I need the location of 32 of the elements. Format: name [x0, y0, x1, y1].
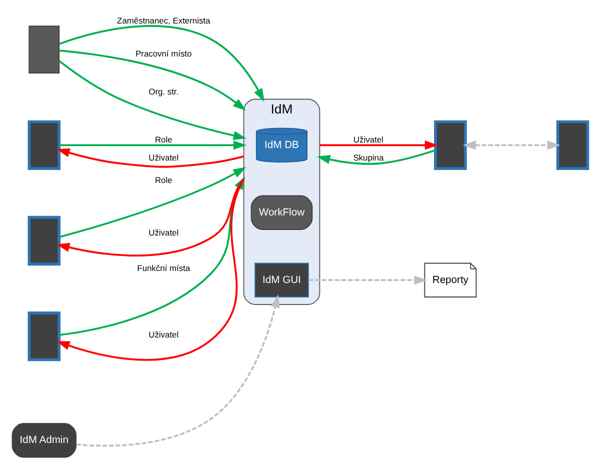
node-box: [28, 25, 60, 73]
arrow: [462, 140, 560, 150]
arrow: [59, 140, 247, 150]
edge-label: Uživatel: [148, 226, 179, 237]
arrow: [56, 178, 245, 256]
arrow: [59, 49, 246, 110]
node-box: [28, 311, 61, 361]
arrow: [308, 275, 428, 284]
arrow: [59, 24, 264, 102]
node-box: [434, 120, 467, 170]
node-box: [556, 120, 590, 170]
edge-label: Uživatel: [148, 152, 179, 162]
arrow: [320, 140, 438, 150]
edge-label: Uživatel: [148, 328, 179, 339]
edge-label: Role: [154, 174, 172, 184]
node-box: [28, 120, 61, 170]
edge-label: Uživatel: [353, 134, 384, 144]
node-box: IdM GUI: [254, 262, 309, 297]
edge-label: Zaměstnanec, Externista: [117, 14, 210, 25]
node-box: [28, 215, 61, 266]
arrow: [76, 294, 280, 446]
arrow: [58, 60, 247, 140]
arrow: [56, 148, 244, 168]
node-box: WorkFlow: [250, 194, 313, 230]
edge-label: Role: [154, 134, 172, 144]
arrow: [316, 148, 436, 164]
edge-label: Skupina: [353, 152, 384, 162]
node-box: IdM Admin: [12, 422, 76, 458]
edge-label: Pracovní místo: [136, 48, 192, 58]
edge-label: Org. str.: [148, 86, 179, 96]
arrow: [56, 178, 245, 360]
edge-label: Funkční místa: [137, 262, 190, 272]
